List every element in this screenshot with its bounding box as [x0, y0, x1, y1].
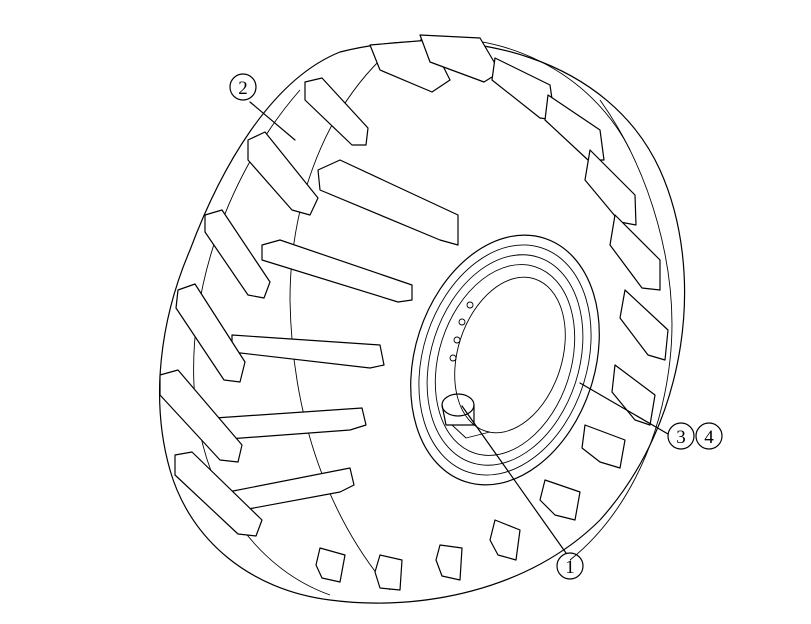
leader-lines [249, 101, 669, 554]
wheel-rim [410, 234, 600, 486]
callout-1: 1 [556, 552, 584, 580]
tread-lugs [159, 34, 501, 537]
callout-3-label: 3 [676, 427, 686, 448]
shoulder-lugs [315, 57, 669, 591]
callout-2-label: 2 [238, 78, 248, 99]
callout-3: 3 [667, 422, 695, 450]
callout-4: 4 [695, 422, 723, 450]
callout-1-label: 1 [565, 557, 575, 578]
callout-4-label: 4 [704, 427, 714, 448]
callout-2: 2 [229, 73, 257, 101]
